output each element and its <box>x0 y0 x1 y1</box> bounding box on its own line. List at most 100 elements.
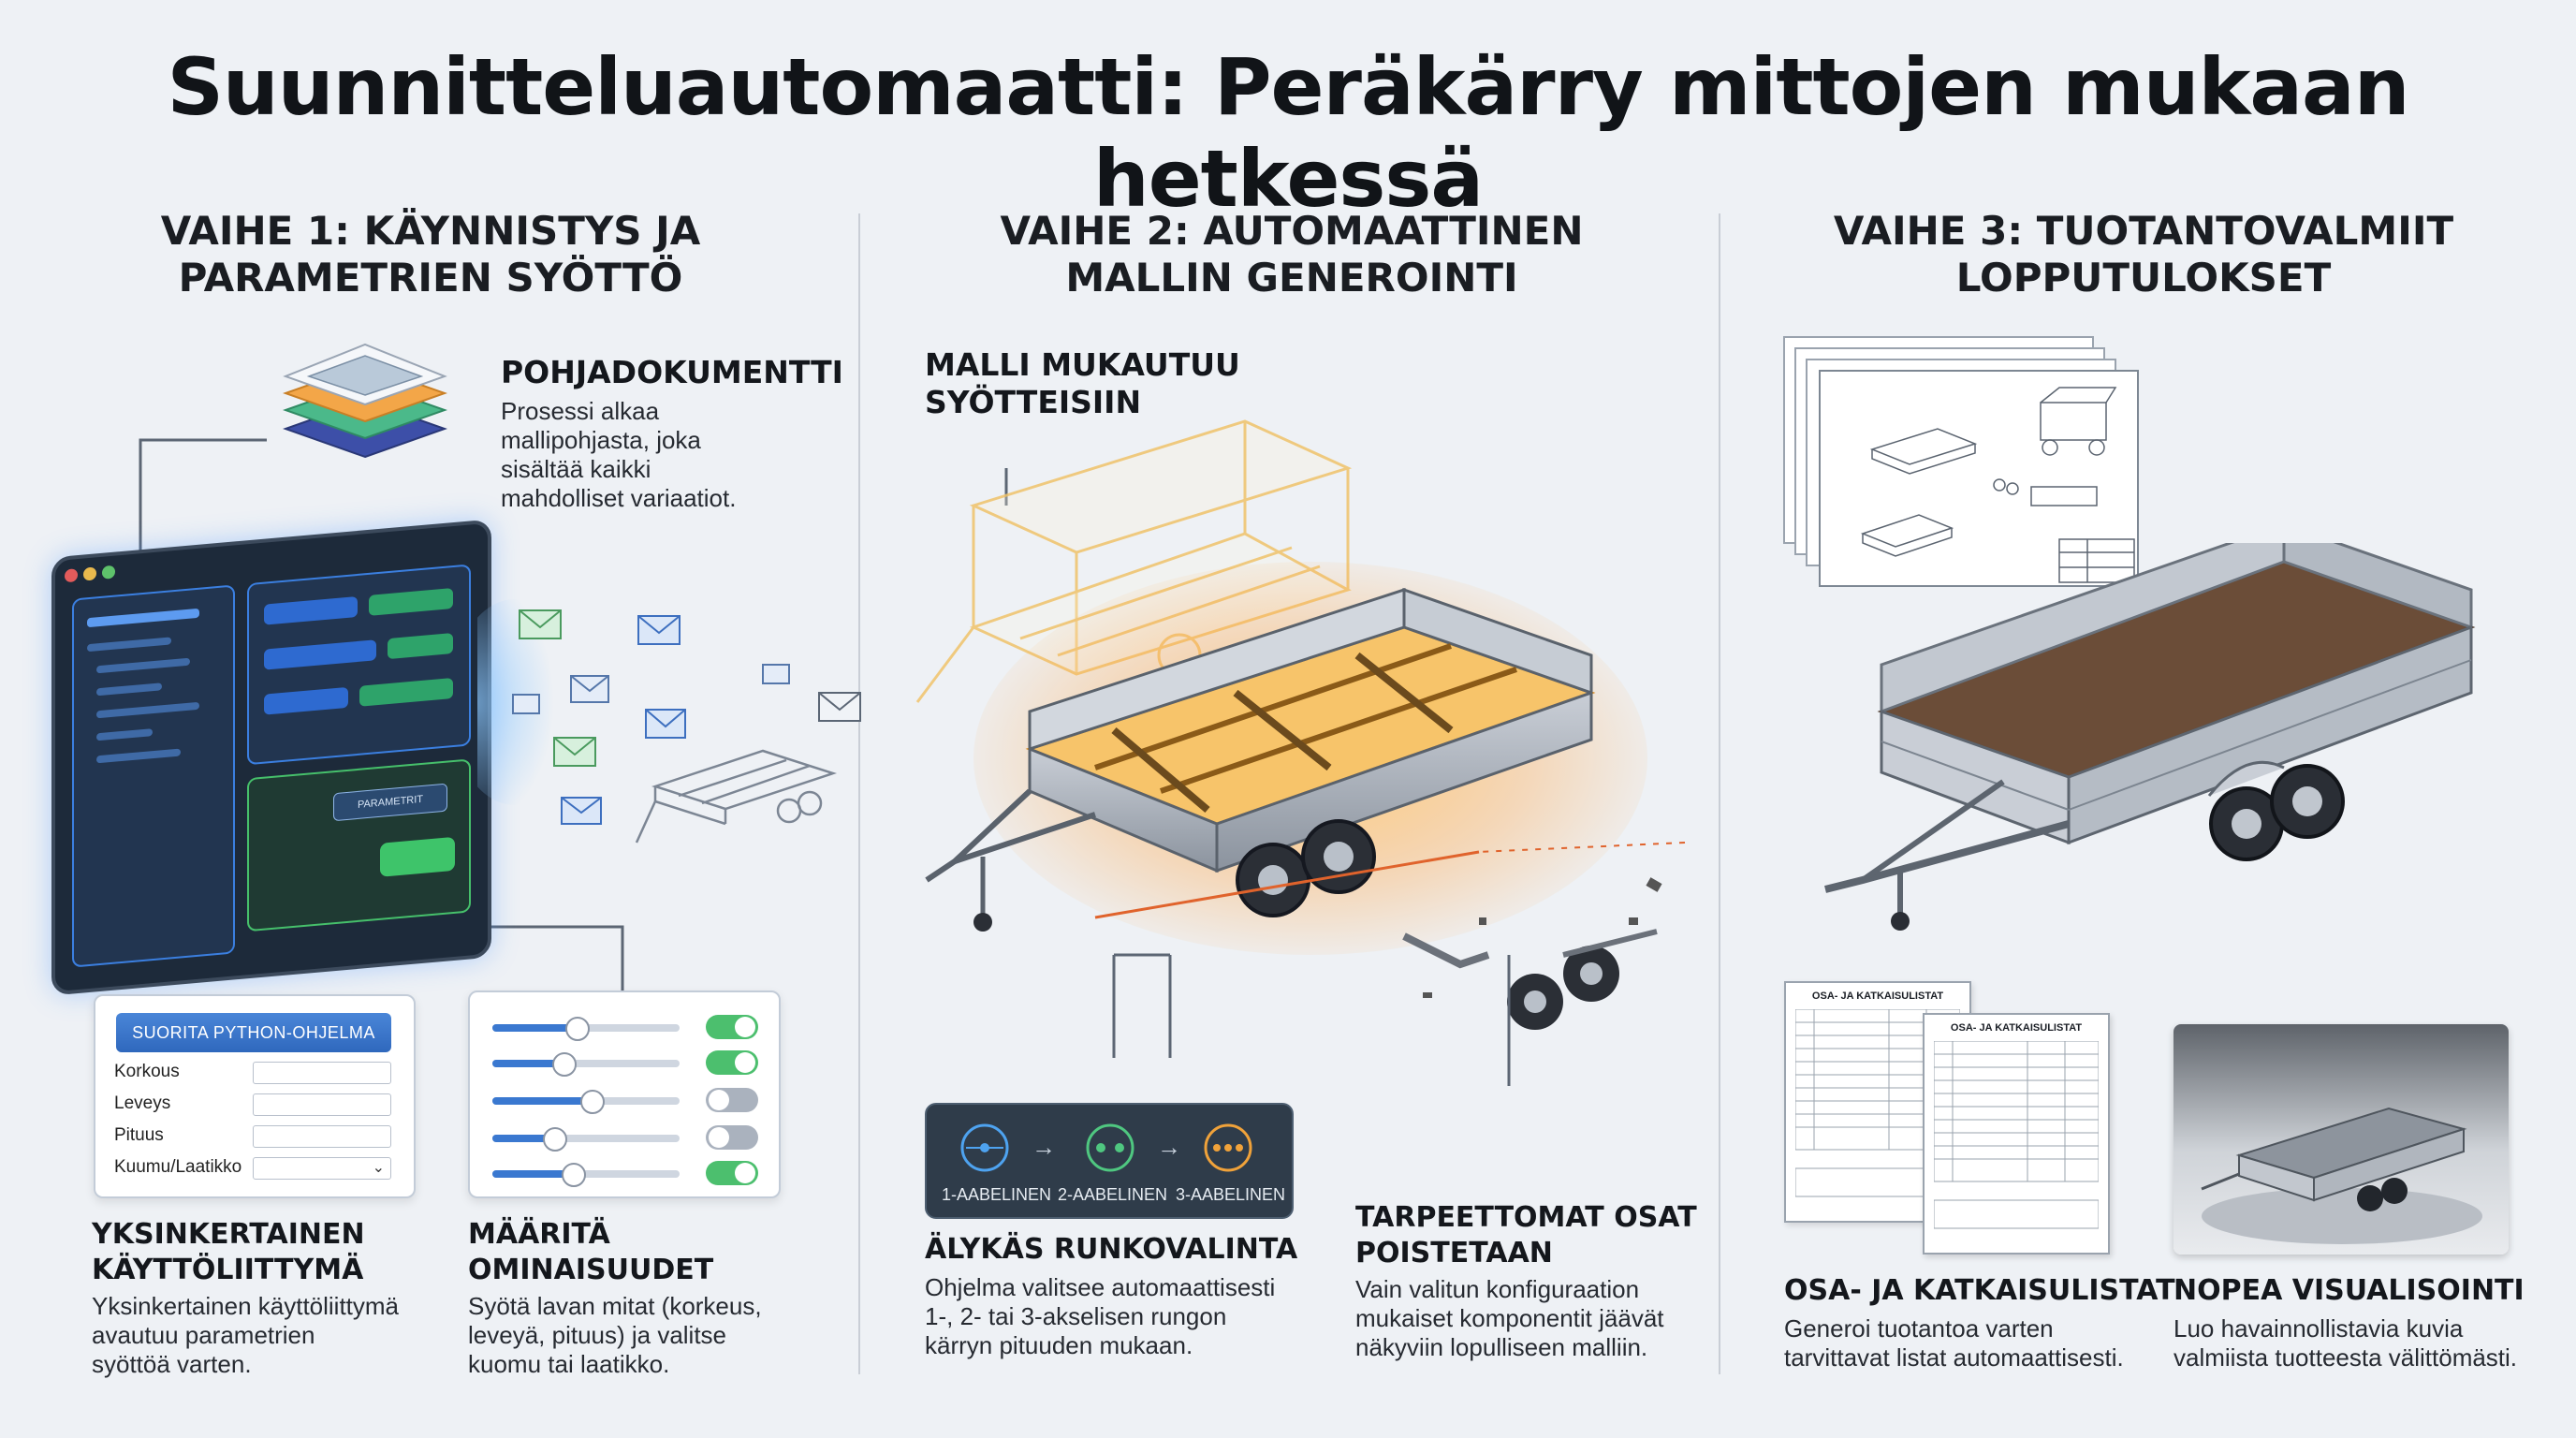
svg-text:→: → <box>1032 1133 1056 1161</box>
removed-heading-line1: TARPEETTOMAT OSAT <box>1355 1201 1697 1234</box>
svg-text:→: → <box>1157 1133 1181 1161</box>
screen-param-button[interactable]: PARAMETRIT <box>333 783 447 822</box>
step3-title-line2: LOPPUTULOKSET <box>1955 255 2332 301</box>
adapts-line1: MALLI MUKAUTUU <box>925 346 1240 383</box>
parts-list-sheet-1-title: OSA- JA KATKAISULISTAT <box>1811 990 1944 1002</box>
step1-title-line2: PARAMETRIEN SYÖTTÖ <box>178 255 683 301</box>
toggle-2[interactable] <box>706 1050 758 1075</box>
toggle-3[interactable] <box>706 1088 758 1112</box>
parts-lists-line1: Generoi tuotantoa varten <box>1784 1314 2054 1343</box>
column-divider-1 <box>858 213 860 1374</box>
screen-go-button[interactable] <box>380 836 455 877</box>
properties-sliders-panel <box>468 990 781 1198</box>
python-form-panel: SUORITA PYTHON-OHJELMA Korkous Leveys Pi… <box>94 994 416 1198</box>
slider-height[interactable] <box>492 1017 680 1041</box>
slider-length[interactable] <box>492 1090 680 1114</box>
smart-frame-heading: ÄLYKÄS RUNKOVALINTA <box>925 1233 1298 1266</box>
removed-line3: näkyviin lopulliseen malliin. <box>1355 1333 1648 1361</box>
height-field[interactable] <box>253 1062 391 1084</box>
smart-frame-line2: 1-, 2- tai 3-akselisen rungon <box>925 1302 1227 1330</box>
step3-title-line1: VAIHE 3: TUOTANTOVALMIIT <box>1833 208 2454 254</box>
adapts-callout: MALLI MUKAUTUU SYÖTTEISIIN <box>925 346 1318 421</box>
finished-trailer <box>1824 543 2476 931</box>
axle-selector-panel: → → 1-AABELINEN 2-AABELINEN 3-AABELINEN <box>925 1103 1294 1219</box>
trailer-generation-illustration <box>915 419 1686 1086</box>
step1-title: VAIHE 1: KÄYNNISTYS JA PARAMETRIEN SYÖTT… <box>84 208 777 301</box>
main-trailer-glowing <box>925 587 1686 932</box>
define-props-line3: kuomu tai laatikko. <box>468 1350 670 1378</box>
render-preview-image <box>2174 1024 2509 1255</box>
simple-ui-line1: Yksinkertainen käyttöliittymä <box>92 1292 400 1320</box>
sidebar-panel <box>72 584 235 968</box>
step2-title-line1: VAIHE 2: AUTOMAATTINEN <box>1000 208 1584 254</box>
cover-box-select[interactable]: ⌄ <box>253 1157 391 1180</box>
slider-width[interactable] <box>492 1052 680 1077</box>
smart-frame-line3: kärryn pituuden mukaan. <box>925 1331 1193 1359</box>
action-panel: PARAMETRIT <box>247 758 471 932</box>
parts-list-sheet-2-title: OSA- JA KATKAISULISTAT <box>1950 1022 2083 1034</box>
template-doc-line3: sisältää kaikki <box>501 455 651 483</box>
define-props-callout: MÄÄRITÄ OMINAISUUDET Syötä lavan mitat (… <box>468 1217 824 1379</box>
simple-ui-callout: YKSINKERTAINEN KÄYTTÖLIITTYMÄ Yksinkerta… <box>92 1217 447 1379</box>
adapts-line2: SYÖTTEISIIN <box>925 384 1142 420</box>
trailer-wireframe-small <box>635 749 838 844</box>
width-label: Leveys <box>114 1093 171 1113</box>
slider-depth[interactable] <box>492 1127 680 1152</box>
visualization-heading: NOPEA VISUALISOINTI <box>2174 1274 2525 1307</box>
axle-label-2: 2-AABELINEN <box>1058 1185 1168 1204</box>
step2-title: VAIHE 2: AUTOMAATTINEN MALLIN GENEROINTI <box>945 208 1638 301</box>
app-window-screen: PARAMETRIT <box>51 519 491 996</box>
run-python-button[interactable]: SUORITA PYTHON-OHJELMA <box>116 1013 391 1052</box>
parts-list-sheet-2: OSA- JA KATKAISULISTAT <box>1923 1013 2110 1255</box>
template-doc-line4: mahdolliset variaatiot. <box>501 484 737 512</box>
window-close-dot <box>65 568 78 583</box>
width-field[interactable] <box>253 1093 391 1116</box>
parts-lists-callout: OSA- JA KATKAISULISTAT Generoi tuotantoa… <box>1784 1273 2177 1372</box>
parameter-panel <box>247 564 471 766</box>
visualization-line1: Luo havainnollistavia kuvia <box>2174 1314 2464 1343</box>
simple-ui-line2: avautuu parametrien <box>92 1321 315 1349</box>
removed-line1: Vain valitun konfiguraation <box>1355 1275 1640 1303</box>
template-doc-line1: Prosessi alkaa <box>501 397 660 425</box>
technical-drawings <box>1783 336 2139 587</box>
define-props-heading-line2: OMINAISUUDET <box>468 1254 714 1286</box>
define-props-line1: Syötä lavan mitat (korkeus, <box>468 1292 762 1320</box>
parts-table-2 <box>1934 1041 2099 1229</box>
define-props-heading-line1: MÄÄRITÄ <box>468 1218 610 1251</box>
column-divider-2 <box>1719 213 1720 1374</box>
axle-label-1: 1-AABELINEN <box>942 1185 1052 1204</box>
height-label: Korkous <box>114 1062 180 1081</box>
page-title: Suunnitteluautomaatti: Peräkärry mittoje… <box>167 41 2409 225</box>
layered-document-icon <box>282 343 448 459</box>
axle-label-3: 3-AABELINEN <box>1176 1185 1286 1204</box>
toggle-4[interactable] <box>706 1125 758 1150</box>
removed-parts-callout: TARPEETTOMAT OSAT POISTETAAN Vain valitu… <box>1355 1200 1711 1362</box>
length-label: Pituus <box>114 1125 164 1145</box>
step3-title: VAIHE 3: TUOTANTOVALMIIT LOPPUTULOKSET <box>1778 208 2509 301</box>
removed-heading-line2: POISTETAAN <box>1355 1237 1553 1269</box>
parts-lists-line2: tarvittavat listat automaattisesti. <box>1784 1343 2124 1372</box>
window-max-dot <box>102 565 115 580</box>
define-props-line2: leveyä, pituus) ja valitse <box>468 1321 727 1349</box>
visualization-line2: valmiista tuotteesta välittömästi. <box>2174 1343 2518 1372</box>
smart-frame-line1: Ohjelma valitsee automaattisesti <box>925 1273 1276 1301</box>
removed-line2: mukaiset komponentit jäävät <box>1355 1304 1664 1332</box>
simple-ui-heading-line2: KÄYTTÖLIITTYMÄ <box>92 1254 364 1286</box>
parts-lists-heading: OSA- JA KATKAISULISTAT <box>1784 1274 2175 1307</box>
toggle-5[interactable] <box>706 1161 758 1185</box>
length-field[interactable] <box>253 1125 391 1148</box>
step2-title-line2: MALLIN GENEROINTI <box>1065 255 1518 301</box>
data-stream <box>477 599 861 844</box>
smart-frame-callout: ÄLYKÄS RUNKOVALINTA Ohjelma valitsee aut… <box>925 1232 1337 1360</box>
slider-extra[interactable] <box>492 1163 680 1187</box>
chevron-down-icon: ⌄ <box>372 1160 385 1176</box>
template-doc-heading: POHJADOKUMENTTI <box>501 354 843 390</box>
toggle-1[interactable] <box>706 1015 758 1039</box>
window-min-dot <box>83 566 96 581</box>
step1-title-line1: VAIHE 1: KÄYNNISTYS JA <box>160 208 701 254</box>
template-doc-callout: POHJADOKUMENTTI Prosessi alkaa mallipohj… <box>501 354 843 513</box>
axle-icons: → → <box>960 1123 1252 1172</box>
simple-ui-line3: syöttöä varten. <box>92 1350 252 1378</box>
render-trailer <box>2201 1107 2482 1244</box>
simple-ui-heading-line1: YKSINKERTAINEN <box>92 1218 365 1251</box>
